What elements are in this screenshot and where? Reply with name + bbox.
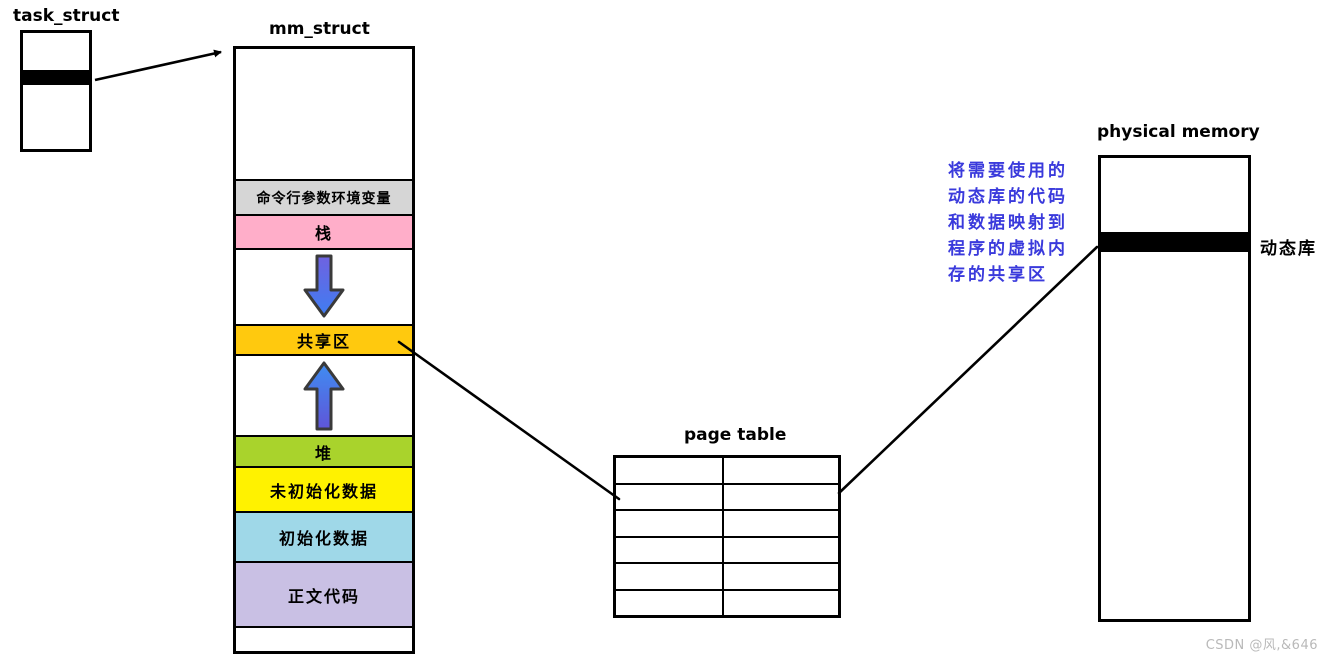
- segment-stack: 栈: [236, 216, 412, 250]
- page-table-cell: [616, 484, 722, 509]
- mm-struct-box: 命令行参数环境变量 栈 共享区: [233, 46, 415, 654]
- page-table-cell: [724, 564, 838, 589]
- mm-struct-title: mm_struct: [269, 19, 370, 39]
- physical-memory-box: [1098, 155, 1251, 622]
- page-table-cell: [616, 590, 722, 615]
- task-struct-title: task_struct: [13, 6, 120, 26]
- annotation-line: 将需要使用的: [948, 161, 1068, 181]
- segment-grow-up: [236, 356, 412, 437]
- annotation-line: 程序的虚拟内: [948, 239, 1068, 259]
- physical-memory-title: physical memory: [1097, 122, 1260, 142]
- csdn-watermark: CSDN @风,&646: [1205, 638, 1318, 653]
- segment-heap: 堆: [236, 437, 412, 468]
- page-table: [613, 455, 841, 618]
- page-table-cell: [616, 511, 722, 536]
- annotation-line: 和数据映射到: [948, 213, 1068, 233]
- page-table-cell: [724, 590, 838, 615]
- grow-down-arrow-icon: [303, 254, 345, 318]
- task-to-mm-arrow: [94, 49, 222, 82]
- task-struct-box: [20, 30, 92, 152]
- shared-to-pagetable-line: [397, 340, 621, 501]
- segment-shared-area: 共享区: [236, 326, 412, 356]
- page-table-title: page table: [684, 425, 787, 445]
- mm-pointer-field: [23, 70, 89, 85]
- segment-cmdline-env: 命令行参数环境变量: [236, 181, 412, 216]
- page-table-cell: [616, 537, 722, 562]
- annotation-line: 存的共享区: [948, 265, 1048, 285]
- segment-empty-bottom: [236, 628, 412, 651]
- mapping-annotation: 将需要使用的 动态库的代码 和数据映射到 程序的虚拟内 存的共享区: [948, 158, 1068, 288]
- grow-up-arrow-icon: [303, 361, 345, 430]
- segment-text-code: 正文代码: [236, 563, 412, 628]
- segment-empty-top: [236, 49, 412, 181]
- page-table-cell: [616, 458, 722, 483]
- page-table-cell: [724, 458, 838, 483]
- dynamic-library-band: [1101, 232, 1248, 252]
- segment-grow-down: [236, 250, 412, 326]
- annotation-line: 动态库的代码: [948, 187, 1068, 207]
- segment-init-data: 初始化数据: [236, 513, 412, 563]
- page-table-cell: [724, 484, 838, 509]
- page-table-cell: [724, 537, 838, 562]
- segment-uninit-data: 未初始化数据: [236, 468, 412, 513]
- dynamic-library-label: 动态库: [1260, 239, 1317, 259]
- page-table-cell: [616, 564, 722, 589]
- page-table-cell: [724, 511, 838, 536]
